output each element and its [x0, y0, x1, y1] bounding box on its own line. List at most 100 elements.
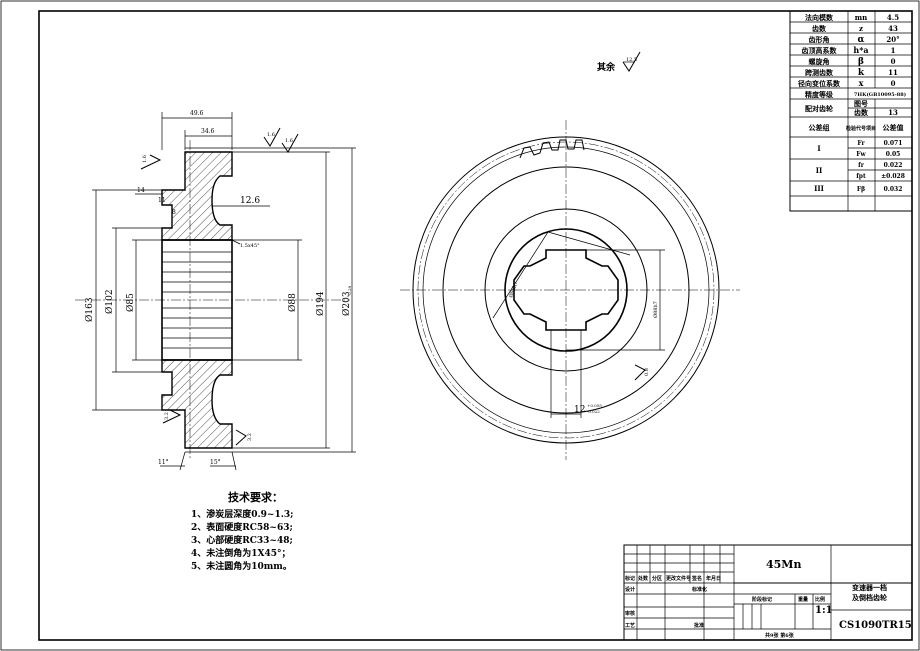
roughness-bottom-right: 3.2: [247, 433, 253, 441]
param-val-1: 43: [888, 24, 898, 33]
gear-section-view: Ø163 Ø102 Ø85 Ø88 Ø194 Ø203 -0.29 49.6 3…: [75, 110, 356, 471]
roughness-bore-icon: [634, 364, 646, 381]
param-name-0: 法向模数: [805, 13, 834, 22]
roughness-top1: 1.6: [267, 132, 275, 138]
tech-req-item-4: 4、未注倒角为1X45°；: [191, 547, 291, 559]
check-label: 审核: [625, 610, 635, 617]
tol-value-header: 公差值: [883, 123, 904, 132]
param-val-4: 0: [891, 57, 896, 66]
gear-front-view: Ø86h7 Ø88h7 12 +0.055 -0.022 0.8: [400, 120, 740, 460]
roughness-top2-icon: [281, 133, 299, 153]
stage-label: 阶段标记: [752, 596, 772, 603]
tol-item-header: 检验代号项目: [846, 125, 876, 132]
dim-width-hub: 34.6: [201, 128, 215, 135]
rest-roughness-note: 其余 12.5: [597, 51, 641, 73]
param-val-2: 20°: [886, 35, 899, 44]
roughness-top2: 1.6: [285, 138, 293, 144]
head-label-2: 分区: [652, 575, 662, 582]
param-name-1: 齿数: [812, 24, 827, 33]
design-label: 设计: [625, 586, 635, 593]
spline-inner-dim: Ø88h7: [652, 301, 659, 318]
tol-val-1: 0.05: [886, 151, 901, 158]
head-label-4: 签名: [691, 575, 702, 582]
head-label-5: 年月日: [706, 575, 721, 582]
web-circle: [442, 166, 690, 414]
rest-label: 其余: [597, 61, 616, 73]
angle-right: 15°: [210, 459, 221, 466]
dim-step: 11: [158, 197, 166, 204]
technical-requirements: 技术要求： 1、渗炭层深度0.9~1.3; 2、表面硬度RC58~63; 3、心…: [191, 490, 293, 572]
tol-code-3: fpt: [856, 173, 866, 180]
param-name-3: 齿顶高系数: [802, 46, 838, 55]
tol-val-4: 0.032: [884, 186, 903, 193]
dim-d194: Ø194: [315, 291, 326, 316]
tech-req-item-2: 2、表面硬度RC58~63;: [191, 521, 293, 533]
mate-teeth-label: 齿数: [854, 108, 869, 117]
tech-req-item-5: 5、未注圆角为10mm。: [191, 560, 292, 572]
dim-d203-tol: -0.29: [347, 285, 352, 296]
spline-bore: [513, 249, 619, 331]
roughness-bore: 0.8: [644, 368, 650, 376]
key-width-dim: 12: [574, 405, 585, 415]
mate-teeth-value: 13: [888, 108, 898, 117]
approve-label: 批准: [694, 622, 704, 629]
spline-outer-dim: Ø86h7: [507, 280, 519, 298]
dim-d163: Ø163: [84, 297, 95, 322]
dim-web-offset: 14: [137, 187, 145, 194]
mate-gear-label: 配对齿轮: [805, 104, 833, 113]
dim-d102: Ø102: [104, 289, 115, 314]
drawing-number: CS1090TR15: [839, 620, 912, 631]
material: 45Mn: [766, 558, 801, 571]
inner-border: [38, 10, 913, 641]
param-sym-6: x: [859, 78, 864, 88]
param-sym-2: α: [858, 35, 865, 45]
tech-req-item-3: 3、心部硬度RC33~48;: [191, 534, 293, 546]
roughness-bottom-right-icon: [235, 429, 247, 446]
tol-group-2: II: [816, 166, 823, 175]
tech-req-title: 技术要求：: [228, 490, 283, 504]
param-sym-0: mn: [855, 13, 868, 22]
process-label: 工艺: [625, 622, 635, 629]
root-circle: [422, 146, 710, 434]
dim-d88: Ø88: [287, 293, 298, 312]
scale-value: 1:1: [815, 605, 833, 616]
tol-val-0: 0.071: [884, 140, 903, 147]
head-label-3: 更改文件号: [666, 575, 691, 582]
accuracy-value: 7HK(GB10095-88): [854, 91, 906, 98]
roughness-left-bottom-icon: [162, 409, 182, 424]
part-name-2: 及倒档齿轮: [852, 593, 887, 602]
section-hatch-upper: [161, 151, 233, 241]
tol-group-4: III: [814, 184, 824, 193]
sheet-info: 共9张 第6张: [765, 632, 795, 639]
dim-d85: Ø85: [125, 293, 136, 312]
param-name-2: 齿形角: [809, 35, 830, 44]
tol-group-header: 公差组: [809, 123, 830, 132]
param-val-6: 0: [891, 79, 896, 88]
param-sym-3: h*a: [853, 45, 868, 55]
roughness-left-top: 1.6: [142, 155, 148, 163]
param-val-5: 11: [888, 68, 898, 77]
tol-group-0: I: [817, 144, 820, 153]
section-hatch-lower: [161, 359, 233, 449]
gear-teeth-sample: [519, 139, 585, 159]
tech-req-item-1: 1、渗炭层深度0.9~1.3;: [191, 508, 293, 520]
dim-d203: Ø203: [341, 291, 352, 316]
dim-width-total: 49.6: [190, 110, 204, 117]
weight-label: 重量: [798, 596, 808, 603]
key-tol-up: +0.055: [587, 403, 602, 408]
accuracy-label: 精度等级: [805, 90, 834, 99]
param-sym-4: β: [858, 57, 864, 67]
param-val-3: 1: [891, 46, 896, 55]
scale-label: 比例: [815, 596, 825, 603]
gear-parameter-table: 法向模数 mn 4.5 齿数 z 43 齿形角 α 20° 齿顶高系数 h*a …: [789, 10, 913, 212]
mate-drawing-label: 图号: [854, 99, 868, 108]
tip-circle: [412, 136, 720, 444]
roughness-symbol-icon: [622, 51, 641, 72]
head-label-0: 标记: [624, 575, 635, 582]
dim-chamfer: 1.5x45°: [240, 243, 260, 249]
param-name-6: 径向变位系数: [798, 79, 841, 88]
tol-val-2: 0.022: [884, 162, 903, 169]
dim-slot: 8: [172, 209, 176, 216]
